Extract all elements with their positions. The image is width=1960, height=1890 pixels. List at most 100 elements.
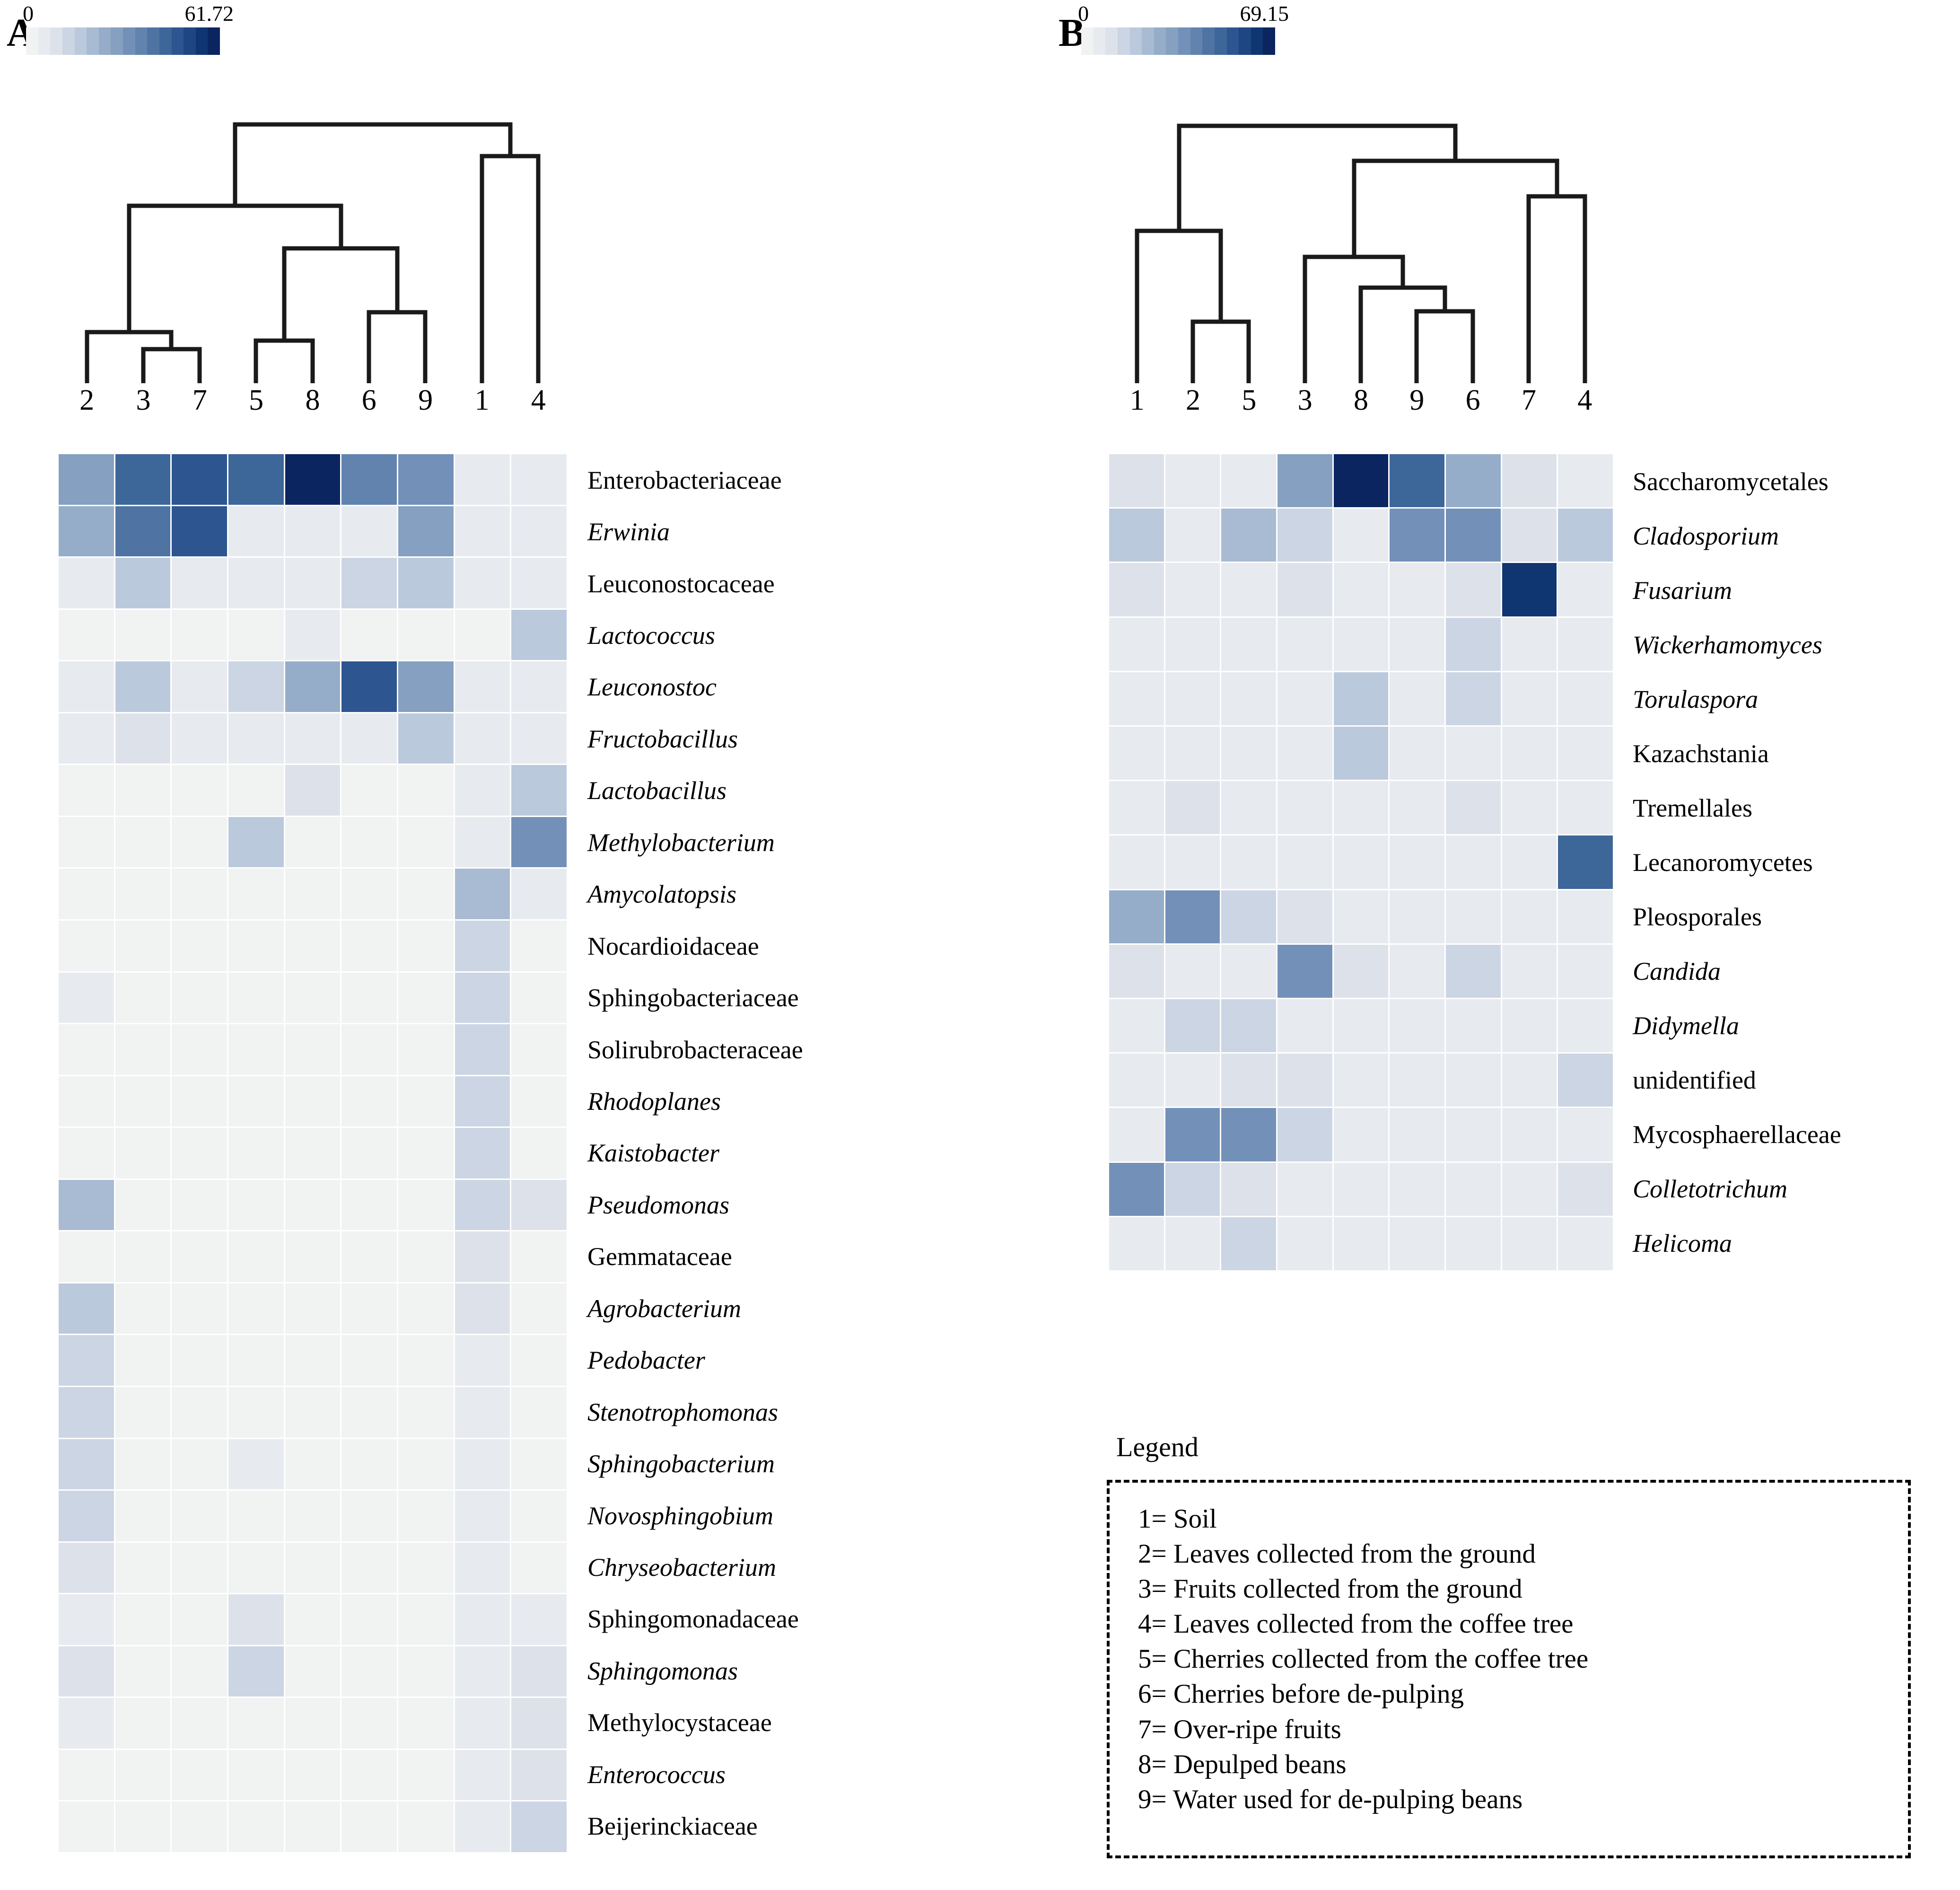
heatmap-cell <box>1221 454 1276 508</box>
column-label-2: 2 <box>1185 384 1200 416</box>
heatmap-cell <box>341 765 397 816</box>
heatmap-cell <box>59 921 114 971</box>
heatmap-cell <box>341 1749 397 1801</box>
heatmap-cell <box>115 506 171 557</box>
row-label: Erwinia <box>587 518 670 546</box>
row-label: unidentified <box>1633 1065 1756 1094</box>
heatmap-cell <box>398 1646 454 1697</box>
heatmap-cell <box>1165 1162 1220 1216</box>
heatmap-cell <box>172 609 227 660</box>
row-label: Lactococcus <box>587 621 715 650</box>
heatmap-cell <box>228 1335 284 1386</box>
heatmap-cell <box>115 869 171 919</box>
heatmap-cell <box>1165 835 1220 889</box>
heatmap-cell <box>1109 563 1164 616</box>
heatmap-cell <box>172 558 227 608</box>
heatmap-cell <box>1221 509 1276 562</box>
row-label: Mycosphaerellaceae <box>1633 1120 1841 1149</box>
heatmap-cell <box>511 506 567 557</box>
heatmap-cell <box>1502 944 1557 998</box>
panel-b-colorbar <box>1081 27 1275 55</box>
heatmap-cell <box>398 1024 454 1075</box>
heatmap-cell <box>172 1646 227 1697</box>
heatmap-cell <box>115 817 171 868</box>
row-label: Leuconostoc <box>587 673 717 702</box>
heatmap-cell <box>1333 672 1389 725</box>
heatmap-cell <box>172 506 227 557</box>
heatmap-cell <box>341 661 397 712</box>
heatmap-cell <box>172 921 227 971</box>
legend-item: 2= Leaves collected from the ground <box>1138 1539 1536 1569</box>
colorbar-swatch <box>1105 27 1118 55</box>
heatmap-cell <box>1445 890 1501 943</box>
heatmap-cell <box>511 1542 567 1593</box>
heatmap-cell <box>511 1491 567 1541</box>
heatmap-cell <box>1502 726 1557 780</box>
heatmap-cell <box>1558 1162 1613 1216</box>
heatmap-cell <box>172 1802 227 1852</box>
row-label: Fructobacillus <box>587 724 738 753</box>
column-label-8: 8 <box>1353 384 1368 416</box>
heatmap-cell <box>1390 835 1444 889</box>
heatmap-cell <box>1165 454 1220 508</box>
heatmap-cell <box>511 1283 567 1334</box>
heatmap-cell <box>1277 890 1332 943</box>
heatmap-cell <box>511 454 567 505</box>
heatmap-cell <box>59 1802 114 1852</box>
heatmap-cell <box>172 972 227 1023</box>
heatmap-cell <box>172 661 227 712</box>
heatmap-cell <box>455 1439 510 1490</box>
heatmap-cell <box>341 506 397 557</box>
heatmap-cell <box>1390 672 1444 725</box>
heatmap-cell <box>1333 1108 1389 1161</box>
heatmap-cell <box>1445 509 1501 562</box>
heatmap-cell <box>285 972 341 1023</box>
heatmap-cell <box>228 1646 284 1697</box>
heatmap-cell <box>511 1335 567 1386</box>
column-label-9: 9 <box>418 384 433 416</box>
column-label-3: 3 <box>136 384 151 416</box>
heatmap-cell <box>172 1594 227 1645</box>
heatmap-cell <box>115 1231 171 1282</box>
colorbar-swatch <box>171 27 184 55</box>
heatmap-cell <box>398 506 454 557</box>
legend-item: 9= Water used for de-pulping beans <box>1138 1784 1523 1814</box>
heatmap-cell <box>1221 944 1276 998</box>
heatmap-cell <box>1502 509 1557 562</box>
panel-a-heatmap <box>59 454 567 1852</box>
heatmap-cell <box>1221 672 1276 725</box>
heatmap-cell <box>341 558 397 608</box>
heatmap-cell <box>228 1128 284 1178</box>
panel-b-colorbar-wrap: 0 69.15 <box>1078 0 1289 55</box>
heatmap-cell <box>1109 1054 1164 1107</box>
heatmap-cell <box>285 609 341 660</box>
heatmap-cell <box>1445 999 1501 1053</box>
heatmap-cell <box>1277 781 1332 835</box>
heatmap-cell <box>1558 1217 1613 1270</box>
heatmap-cell <box>1277 999 1332 1053</box>
heatmap-cell <box>398 869 454 919</box>
row-label: Kazachstania <box>1633 739 1769 768</box>
heatmap-cell <box>228 869 284 919</box>
heatmap-cell <box>285 558 341 608</box>
heatmap-cell <box>1165 617 1220 671</box>
heatmap-cell <box>285 817 341 868</box>
heatmap-cell <box>1333 835 1389 889</box>
heatmap-cell <box>1109 726 1164 780</box>
heatmap-cell <box>1502 454 1557 508</box>
heatmap-cell <box>115 454 171 505</box>
heatmap-cell <box>511 921 567 971</box>
heatmap-cell <box>1558 454 1613 508</box>
panel-b-colorbar-ticks: 0 69.15 <box>1078 0 1289 27</box>
heatmap-cell <box>115 609 171 660</box>
heatmap-cell <box>172 454 227 505</box>
heatmap-cell <box>341 817 397 868</box>
heatmap-cell <box>1165 1054 1220 1107</box>
heatmap-cell <box>172 1335 227 1386</box>
heatmap-cell <box>228 506 284 557</box>
heatmap-cell <box>228 1283 284 1334</box>
legend-item: 5= Cherries collected from the coffee tr… <box>1138 1644 1589 1674</box>
heatmap-cell <box>59 1387 114 1438</box>
colorbar-swatch <box>1081 27 1094 55</box>
